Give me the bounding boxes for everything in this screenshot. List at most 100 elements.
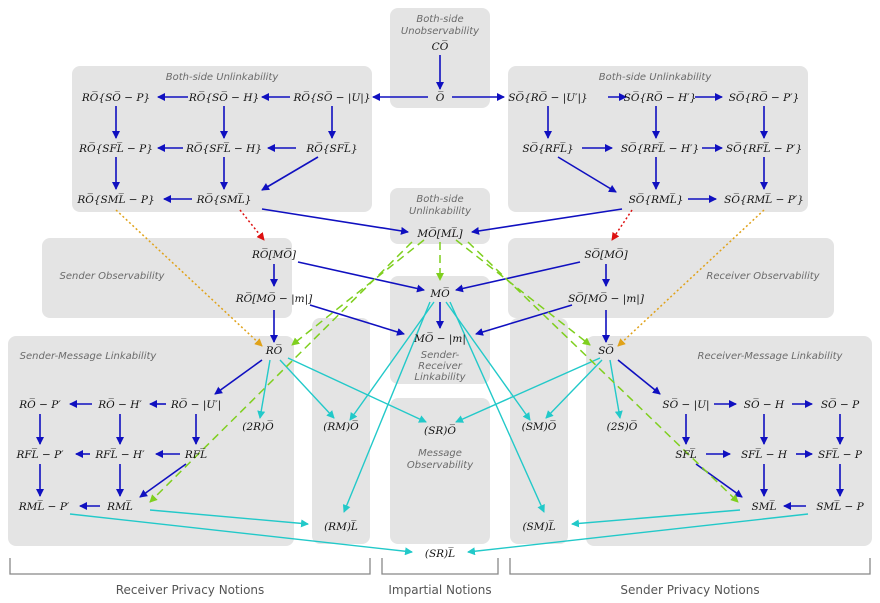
group-box-sender-receiver-linkability bbox=[390, 276, 490, 384]
node-so-u: SO̅ − |U| bbox=[662, 397, 709, 412]
edge bbox=[467, 513, 809, 556]
node-sfl-h: SFL̅ − H bbox=[741, 447, 788, 461]
edge bbox=[149, 241, 413, 503]
node-sr-o: (SR)O̅ bbox=[424, 423, 456, 437]
node-ro-so-u: RO̅{SO̅ − |U|} bbox=[292, 90, 370, 105]
edge bbox=[617, 209, 765, 347]
node-ro: RO̅ bbox=[265, 343, 283, 357]
edge bbox=[557, 156, 617, 193]
edge bbox=[349, 301, 435, 421]
group-title-receiver-observability: Receiver Observability bbox=[706, 271, 820, 282]
edge bbox=[287, 357, 427, 423]
edge bbox=[455, 357, 601, 423]
group-box-rm-column bbox=[312, 318, 370, 544]
edge bbox=[342, 301, 431, 513]
edge bbox=[261, 156, 319, 191]
group-box-receiver-message-linkability bbox=[586, 336, 872, 546]
group-box-message-observability bbox=[390, 398, 490, 544]
group-title-sender-observability: Sender Observability bbox=[60, 271, 166, 282]
node-ro-sfl-p: RO̅{SFL̅ − P} bbox=[78, 141, 153, 155]
group-title-both-unlinkability-right: Both-side Unlinkability bbox=[599, 72, 713, 83]
edge bbox=[455, 239, 591, 346]
node-so-mo: SO̅[MO̅] bbox=[584, 247, 628, 261]
edge bbox=[445, 301, 531, 421]
edges-cyan bbox=[69, 301, 809, 556]
bracket-sender bbox=[509, 558, 871, 575]
group-box-receiver-observability bbox=[508, 238, 834, 318]
node-ro-h: RO̅ − H′ bbox=[97, 397, 142, 411]
node-mo-m: MO̅ − |m| bbox=[413, 331, 466, 346]
group-title-sender-message-linkability: Sender-Message Linkability bbox=[20, 351, 158, 362]
node-so-h: SO̅ − H bbox=[744, 397, 785, 411]
edges-blue bbox=[36, 55, 844, 510]
node-sm-o: (SM)O̅ bbox=[522, 419, 557, 433]
group-title-message-observability-2: Observability bbox=[407, 460, 474, 471]
node-so-rml-p: SO̅{RML̅ − P′} bbox=[724, 192, 804, 206]
node-rm-o: (RM)O̅ bbox=[323, 419, 359, 433]
node-ro-mo: RO̅[MO̅] bbox=[251, 247, 297, 261]
footer-impartial-notions: Impartial Notions bbox=[388, 583, 491, 597]
node-so: SO̅ bbox=[598, 343, 614, 357]
edges-orange-dotted bbox=[115, 209, 765, 347]
edge bbox=[617, 359, 661, 395]
bracket-receiver bbox=[9, 558, 371, 575]
node-rml: RML̅ bbox=[106, 499, 133, 513]
group-title-sender-receiver-linkability-3: Linkability bbox=[414, 372, 466, 383]
edge bbox=[611, 209, 633, 241]
footer-sender-privacy-notions: Sender Privacy Notions bbox=[620, 583, 759, 597]
edge bbox=[69, 513, 413, 556]
node-mo-ml: MO̅[ML̅] bbox=[416, 226, 463, 240]
node-so-p: SO̅ − P bbox=[821, 397, 860, 411]
node-sfl: SFL̅ bbox=[675, 447, 696, 461]
node-sfl-p: SFL̅ − P bbox=[818, 447, 863, 461]
group-title-sender-receiver-linkability-2: Receiver bbox=[418, 361, 463, 372]
node-ro-sml: RO̅{SML̅} bbox=[196, 192, 252, 206]
node-2s-o: (2S)O̅ bbox=[607, 419, 638, 433]
group-title-sender-receiver-linkability-1: Sender- bbox=[421, 350, 460, 361]
edge bbox=[239, 209, 265, 241]
edge bbox=[115, 209, 263, 347]
group-title-message-observability-1: Message bbox=[418, 448, 462, 459]
node-sml-p: SML̅ − P bbox=[816, 499, 864, 513]
node-ro-sml-p: RO̅{SML̅ − P} bbox=[76, 192, 154, 206]
node-so-ro-h: SO̅{RO̅ − H′} bbox=[624, 90, 697, 104]
group-boxes bbox=[8, 8, 872, 546]
node-so-rfl: SO̅{RFL̅} bbox=[522, 141, 573, 155]
node-rfl: RFL̅ bbox=[184, 447, 207, 461]
edge bbox=[257, 359, 271, 419]
edge bbox=[571, 509, 741, 528]
edge bbox=[449, 301, 545, 513]
edge bbox=[279, 359, 335, 419]
group-box-both-unlinkability-mid bbox=[390, 188, 490, 244]
bracket-impartial bbox=[381, 558, 499, 575]
node-so-ro-p: SO̅{RO̅ − P′} bbox=[729, 90, 800, 104]
group-box-both-unlinkability-right bbox=[508, 66, 808, 212]
edges-red-dotted bbox=[239, 209, 633, 241]
node-ro-so-p: RO̅{SO̅ − P} bbox=[81, 90, 150, 104]
edge bbox=[261, 208, 409, 235]
footer-receiver-privacy-notions: Receiver Privacy Notions bbox=[116, 583, 265, 597]
node-so-rfl-h: SO̅{RFL̅ − H′} bbox=[621, 141, 699, 155]
node-mo: MO̅ bbox=[429, 286, 450, 300]
node-ro-so-h: RO̅{SO̅ − H} bbox=[188, 90, 259, 104]
node-2r-o: (2R)O̅ bbox=[242, 419, 274, 433]
node-rm-l: (RM)L̅ bbox=[324, 519, 358, 533]
node-ro-p: RO̅ − P′ bbox=[18, 397, 61, 411]
edge bbox=[467, 241, 739, 503]
edge bbox=[149, 509, 309, 528]
node-so-mo-m: SO̅[MO̅ − |m|] bbox=[568, 291, 645, 306]
group-title-both-unobservability-1: Both-side bbox=[416, 14, 463, 25]
node-o: O̅ bbox=[436, 90, 445, 104]
edge bbox=[291, 239, 425, 346]
group-box-sm-column bbox=[510, 318, 568, 544]
node-so-rfl-p: SO̅{RFL̅ − P′} bbox=[726, 141, 802, 155]
edge bbox=[214, 359, 263, 395]
edge bbox=[309, 304, 405, 336]
node-ro-u: RO̅ − |U′| bbox=[170, 397, 221, 412]
group-box-both-unlinkability-left bbox=[72, 66, 372, 212]
edge bbox=[455, 261, 581, 293]
edge bbox=[609, 359, 623, 419]
node-rml-p: RML̅ − P′ bbox=[18, 499, 70, 513]
